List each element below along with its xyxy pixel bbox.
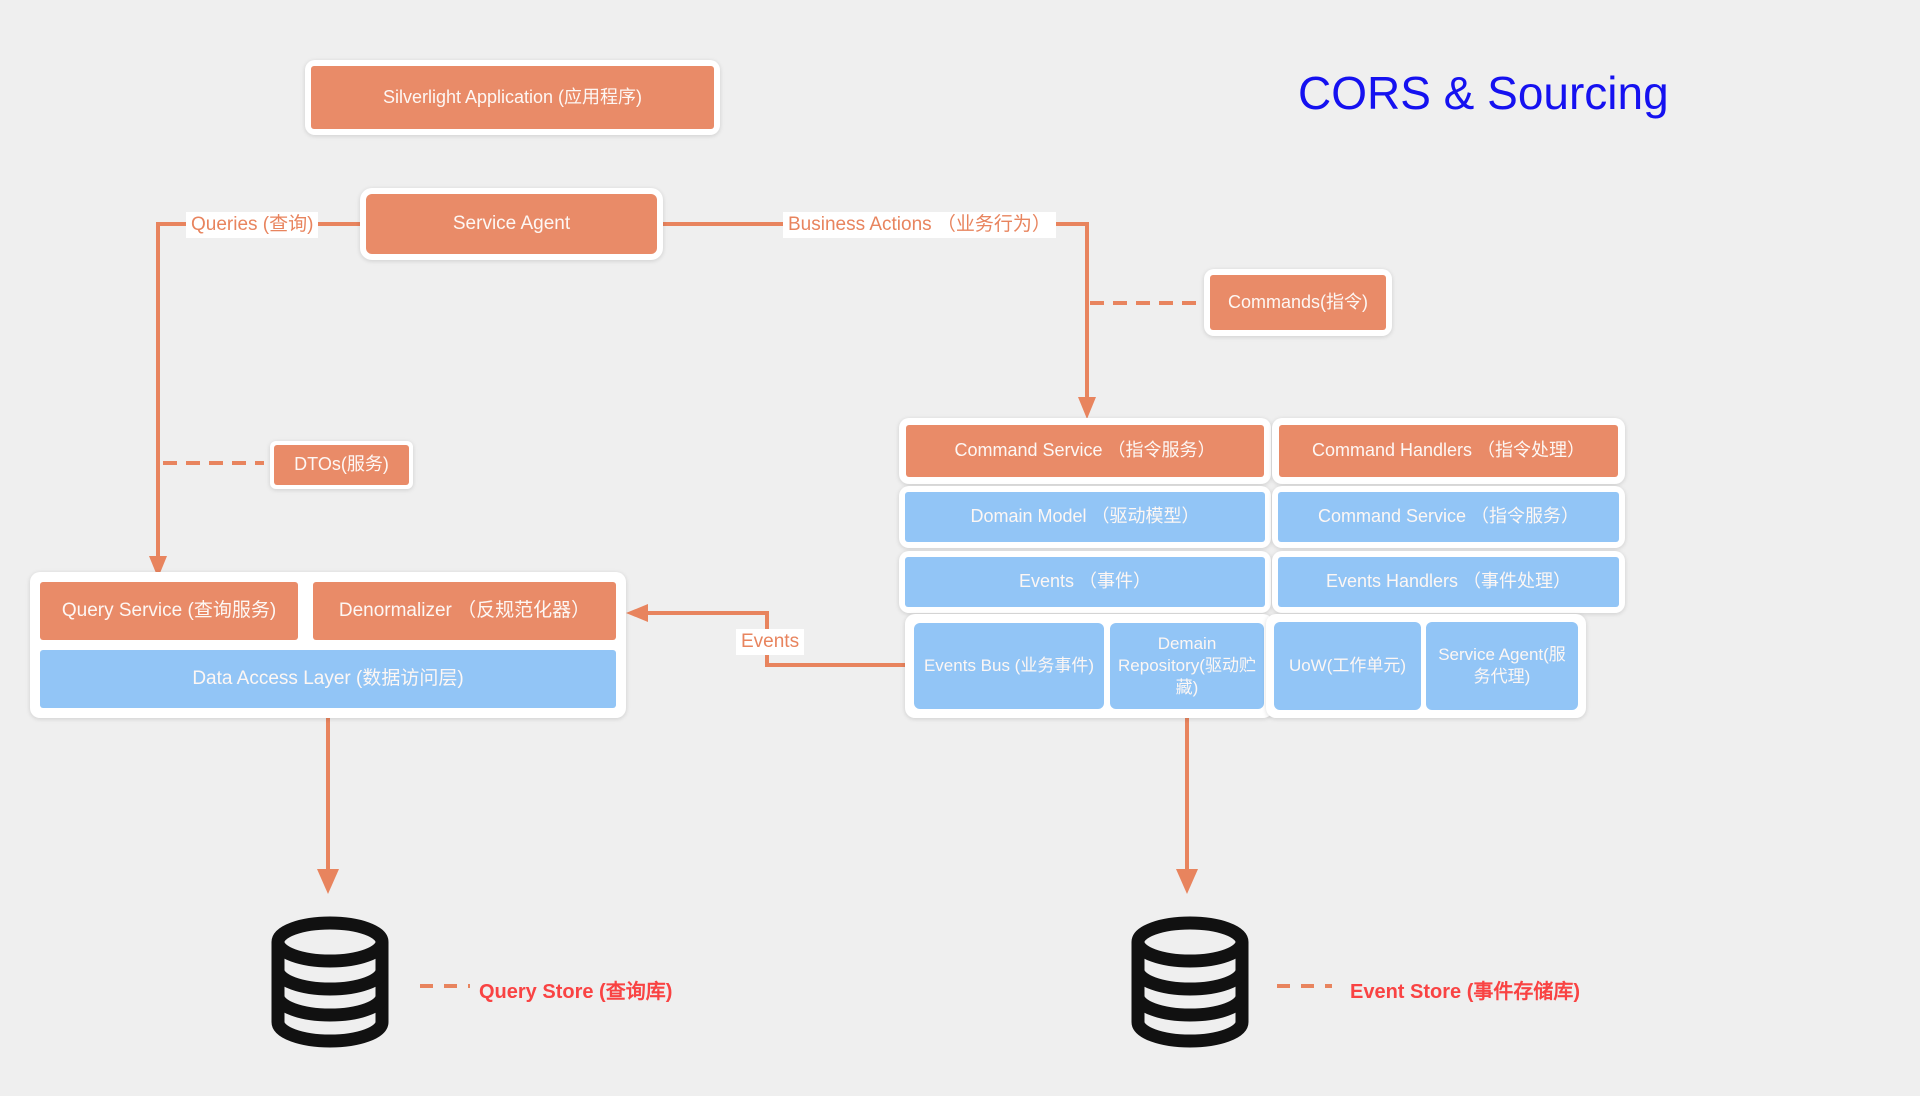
- event-store-arrowhead: [1176, 869, 1198, 894]
- node-command-handlers-label: Command Handlers （指令处理）: [1279, 425, 1618, 477]
- group-infra-right: UoW(工作单元) Service Agent(服务代理): [1266, 614, 1586, 718]
- group-query-side: Query Service (查询服务) Denormalizer （反规范化器…: [30, 572, 626, 718]
- node-dtos: DTOs(服务): [270, 441, 413, 489]
- node-command-service-label: Command Service （指令服务）: [906, 425, 1264, 477]
- group-infra-left: Events Bus (业务事件) Demain Repository(驱动贮藏…: [905, 614, 1273, 718]
- node-domain-repository: Demain Repository(驱动贮藏): [1110, 623, 1264, 709]
- node-uow: UoW(工作单元): [1274, 622, 1421, 710]
- event-store-database-icon: [1131, 916, 1249, 1048]
- canvas-bottom-edge: [0, 1096, 1920, 1111]
- edge-label-business-actions: Business Actions （业务行为）: [783, 212, 1056, 238]
- node-command-service-blue-label: Command Service （指令服务）: [1278, 492, 1619, 542]
- node-commands-label: Commands(指令): [1210, 275, 1386, 330]
- node-denormalizer: Denormalizer （反规范化器）: [313, 582, 616, 640]
- query-store-label: Query Store (查询库): [479, 981, 673, 1003]
- node-events-label: Events （事件）: [905, 557, 1265, 607]
- query-store-arrowhead: [317, 869, 339, 894]
- node-query-service: Query Service (查询服务): [40, 582, 298, 640]
- queries-arrowhead: [149, 556, 167, 578]
- business-actions-arrowhead: [1078, 397, 1096, 419]
- node-events-bus: Events Bus (业务事件): [914, 623, 1104, 709]
- node-service-agent-infra: Service Agent(服务代理): [1426, 622, 1578, 710]
- node-command-service: Command Service （指令服务）: [899, 418, 1271, 484]
- node-domain-model: Domain Model （驱动模型）: [899, 486, 1271, 548]
- node-service-agent-label: Service Agent: [366, 194, 657, 254]
- edge-label-queries: Queries (查询): [186, 212, 319, 238]
- node-command-handlers: Command Handlers （指令处理）: [1272, 418, 1625, 484]
- events-arrowhead: [626, 604, 648, 622]
- node-silverlight-application: Silverlight Application (应用程序): [305, 60, 720, 135]
- node-events-handlers: Events Handlers （事件处理）: [1272, 551, 1625, 613]
- node-domain-model-label: Domain Model （驱动模型）: [905, 492, 1265, 542]
- edge-label-events: Events: [736, 629, 805, 655]
- node-commands: Commands(指令): [1204, 269, 1392, 336]
- event-store-label: Event Store (事件存储库): [1350, 981, 1581, 1003]
- node-service-agent: Service Agent: [360, 188, 663, 260]
- page-title: CORS & Sourcing: [1298, 67, 1669, 119]
- queries-connector: [156, 222, 360, 558]
- node-silverlight-application-label: Silverlight Application (应用程序): [311, 66, 714, 129]
- query-store-database-icon: [271, 916, 389, 1048]
- node-dtos-label: DTOs(服务): [274, 445, 409, 485]
- node-events: Events （事件）: [899, 551, 1271, 613]
- node-command-service-blue: Command Service （指令服务）: [1272, 486, 1625, 548]
- node-events-handlers-label: Events Handlers （事件处理）: [1278, 557, 1619, 607]
- business-actions-connector: [662, 222, 1089, 399]
- node-data-access-layer: Data Access Layer (数据访问层): [40, 650, 616, 708]
